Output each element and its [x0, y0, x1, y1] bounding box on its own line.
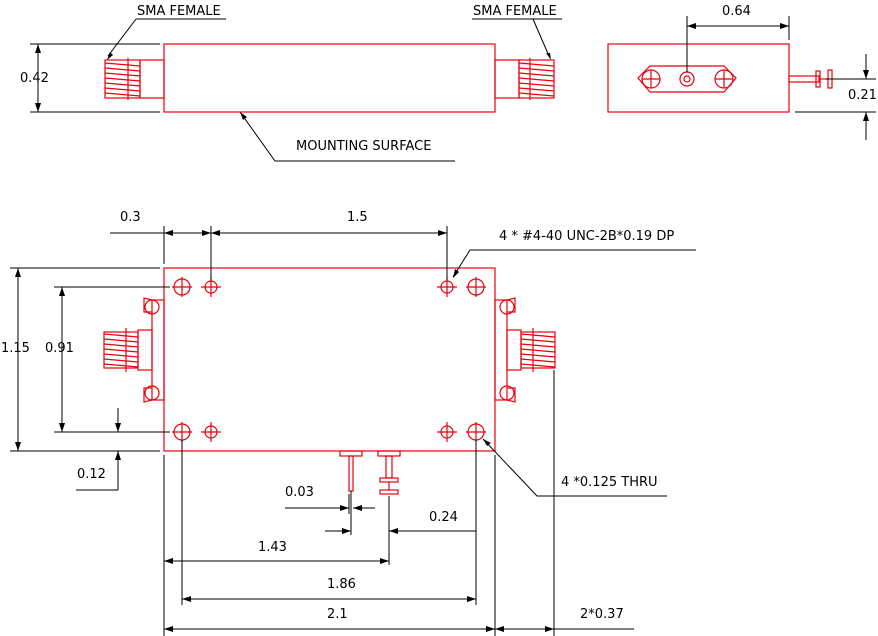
dim-hole-offset: 0.3: [120, 210, 141, 225]
plan-left-connector: [103, 297, 165, 403]
sma-left-leader: [107, 18, 226, 57]
dim-hole-v-spacing: 0.91: [45, 341, 74, 356]
side-view-body: [163, 43, 496, 113]
sma-female-right-label: SMA FEMALE: [473, 4, 557, 19]
side-view-left-connector: [104, 58, 165, 100]
dim-pin-width: 0.03: [285, 485, 314, 500]
dim-bottom-offset: 0.12: [77, 467, 106, 482]
dim-top-lines: [110, 226, 448, 280]
dim-height-top: 0.42: [20, 71, 49, 86]
threaded-holes: [201, 277, 457, 442]
plan-right-connector: [494, 297, 556, 403]
thru-callout-leader: [482, 438, 667, 497]
dim-pin-height: 0.21: [848, 88, 877, 103]
plan-pin-1: [339, 450, 363, 492]
dim-pin-height-lines: [795, 54, 876, 140]
dim-body-height: 1.15: [1, 341, 30, 356]
side-view-right-connector: [494, 58, 555, 100]
plan-view: [10, 226, 696, 636]
mounting-surface-label: MOUNTING SURFACE: [296, 139, 431, 154]
dim-height-top-lines: [30, 43, 160, 113]
thru-holes: [172, 277, 486, 442]
thread-callout-label: 4 * #4-40 UNC-2B*0.19 DP: [499, 229, 674, 244]
dim-hole-v-lines: [54, 286, 170, 433]
dim-width-end-lines: [686, 16, 790, 72]
end-view: [607, 16, 876, 140]
dim-width-end: 0.64: [722, 4, 751, 19]
dim-pin-offset: 0.24: [429, 510, 458, 525]
plan-pin-2: [377, 450, 401, 495]
thread-callout-leader: [452, 249, 696, 278]
sma-female-left-label: SMA FEMALE: [137, 4, 221, 19]
end-view-flange: [637, 65, 737, 93]
dim-body-length: 2.1: [327, 607, 348, 622]
thru-callout-label: 4 *0.125 THRU: [561, 475, 658, 490]
dim-hole-h-spacing: 1.86: [327, 577, 356, 592]
dim-connector-length: 2*0.37: [580, 607, 624, 622]
dim-pin-position: 1.43: [258, 540, 287, 555]
dim-body-height-lines: [10, 267, 160, 452]
side-view: [30, 18, 562, 162]
bottom-extension-lines: [163, 370, 555, 636]
dim-hole-spacing: 1.5: [347, 210, 368, 225]
sma-right-leader: [472, 18, 562, 57]
plan-view-body: [163, 267, 496, 452]
end-view-pin: [788, 69, 833, 89]
mounting-surface-leader: [239, 111, 455, 162]
